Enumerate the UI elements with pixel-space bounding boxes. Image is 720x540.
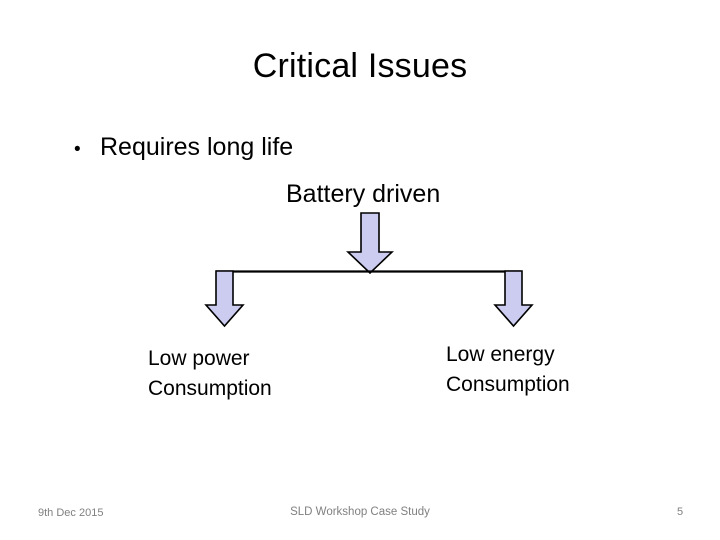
bullet-point-icon: •: [74, 139, 81, 160]
left-down-arrow-icon: [204, 270, 245, 328]
right-down-arrow-icon: [493, 270, 534, 328]
branch-label-low-energy-line1: Low energy: [446, 343, 555, 366]
bullet-item-label: Requires long life: [100, 133, 294, 161]
branch-label-low-power-line1: Low power: [148, 347, 250, 370]
bullet-item-requires-long-life: • Requires long life: [74, 133, 293, 162]
footer-date: 9th Dec 2015: [38, 507, 104, 519]
page-title: Critical Issues: [252, 47, 468, 85]
branch-label-low-energy: Low energy Consumption: [446, 340, 570, 401]
branch-label-low-power: Low power Consumption: [148, 344, 272, 405]
slide-number: 5: [676, 506, 684, 518]
battery-driven-label: Battery driven: [286, 180, 441, 208]
branch-label-low-power-line2: Consumption: [148, 377, 272, 401]
branch-label-low-energy-line2: Consumption: [446, 373, 570, 397]
center-down-arrow-icon: [346, 212, 394, 275]
footer-title: SLD Workshop Case Study: [290, 506, 430, 518]
